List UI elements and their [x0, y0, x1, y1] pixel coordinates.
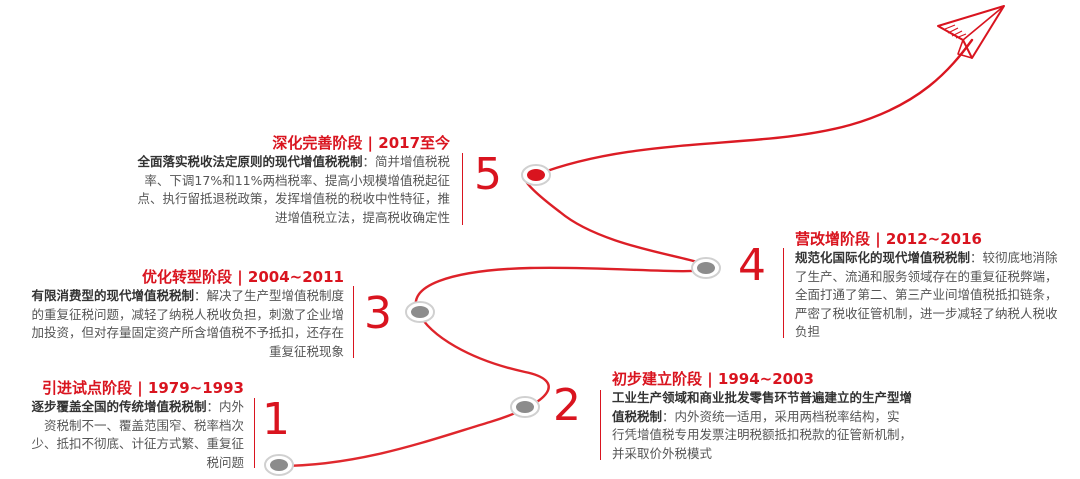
stage-node-1 — [264, 454, 294, 476]
stage-title-4: 营改增阶段 | 2012~2016 — [795, 230, 982, 248]
stage-body-2: 工业生产领域和商业批发零售环节普遍建立的生产型增值税税制：内外资统一适用，采用两… — [612, 389, 912, 463]
stage-divider-2 — [600, 390, 601, 460]
stage-card-1: 引进试点阶段 | 1979~1993 逐步覆盖全国的传统增值税税制：内外资税制不… — [30, 378, 244, 472]
stage-text-2: ：内外资统一适用，采用两档税率结构，实行凭增值税专用发票注明税额抵扣税款的征管新… — [612, 408, 913, 461]
stage-node-5 — [521, 164, 551, 186]
stage-divider-3 — [353, 286, 354, 358]
stage-title-2: 初步建立阶段 | 1994~2003 — [612, 370, 814, 388]
stage-number-2: 2 — [553, 380, 581, 431]
stage-card-2: 初步建立阶段 | 1994~2003 工业生产领域和商业批发零售环节普遍建立的生… — [612, 369, 912, 463]
stage-node-3 — [405, 301, 435, 323]
roadmap-path — [277, 38, 974, 468]
stage-card-5: 深化完善阶段 | 2017至今 全面落实税收法定原则的现代增值税税制：简并增值税… — [130, 133, 450, 227]
stage-number-4: 4 — [738, 240, 766, 291]
stage-node-2 — [510, 396, 540, 418]
stage-text-3: ：解决了生产型增值税制度的重复征税问题，减轻了纳税人税收负担，刺激了企业增加投资… — [31, 288, 344, 359]
stage-divider-5 — [462, 153, 463, 225]
stage-lead-3: 有限消费型的现代增值税税制 — [31, 288, 194, 303]
stage-body-3: 有限消费型的现代增值税税制：解决了生产型增值税制度的重复征税问题，减轻了纳税人税… — [30, 287, 344, 361]
stage-number-5: 5 — [474, 149, 502, 200]
stage-title-5: 深化完善阶段 | 2017至今 — [272, 134, 450, 152]
stage-card-4: 营改增阶段 | 2012~2016 规范化国际化的现代增值税税制：较彻底地消除了… — [795, 229, 1065, 342]
stage-divider-1 — [254, 398, 255, 468]
stage-divider-4 — [783, 248, 784, 338]
stage-text-5: ：简并增值税税率、下调17%和11%两档税率、提高小规模增值税起征点、执行留抵退… — [137, 154, 450, 225]
stage-body-5: 全面落实税收法定原则的现代增值税税制：简并增值税税率、下调17%和11%两档税率… — [130, 153, 450, 227]
stage-node-4 — [691, 257, 721, 279]
stage-lead-1: 逐步覆盖全国的传统增值税税制 — [31, 399, 207, 414]
stage-card-3: 优化转型阶段 | 2004~2011 有限消费型的现代增值税税制：解决了生产型增… — [30, 267, 344, 361]
stage-body-4: 规范化国际化的现代增值税税制：较彻底地消除了生产、流通和服务领域存在的重复征税弊… — [795, 249, 1065, 342]
stage-lead-5: 全面落实税收法定原则的现代增值税税制 — [137, 154, 363, 169]
stage-number-3: 3 — [364, 288, 392, 339]
stage-lead-2: 工业生产领域和商业批发零售环节普遍建立的生产型增值税税制 — [612, 390, 913, 424]
stage-number-1: 1 — [262, 394, 290, 445]
stage-lead-4: 规范化国际化的现代增值税税制 — [795, 250, 971, 265]
stage-title-3: 优化转型阶段 | 2004~2011 — [142, 268, 344, 286]
stage-body-1: 逐步覆盖全国的传统增值税税制：内外资税制不一、覆盖范围窄、税率档次少、抵扣不彻底… — [30, 398, 244, 472]
stage-text-4: ：较彻底地消除了生产、流通和服务领域存在的重复征税弊端，全面打通了第二、第三产业… — [795, 250, 1058, 339]
paper-plane-icon — [937, 5, 1005, 59]
stage-text-1: ：内外资税制不一、覆盖范围窄、税率档次少、抵扣不彻底、计征方式繁、重复征税问题 — [31, 399, 244, 470]
stage-title-1: 引进试点阶段 | 1979~1993 — [42, 379, 244, 397]
